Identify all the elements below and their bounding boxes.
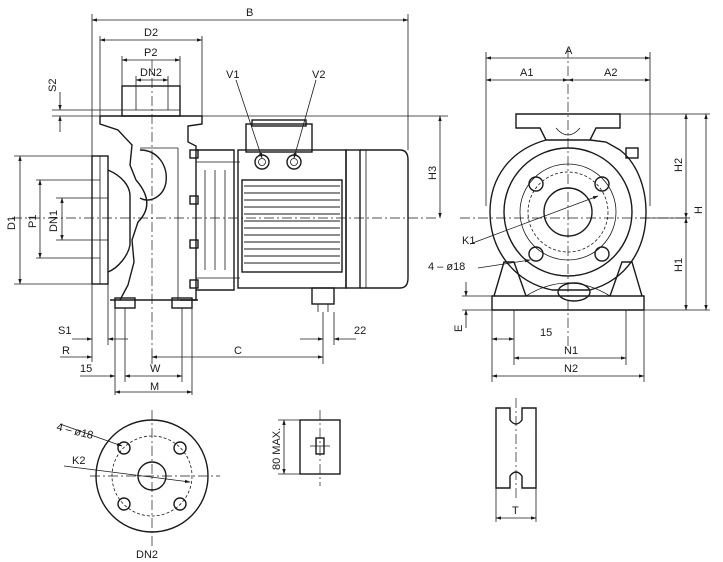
front-view [460,48,690,350]
side-view [12,60,438,350]
label-S1: S1 [58,325,71,337]
label-DN1: DN1 [48,210,60,232]
label-15-right: 15 [540,327,552,339]
label-K1: K1 [462,235,475,247]
label-15-left: 15 [80,363,92,375]
label-M: M [150,381,159,393]
label-B: B [246,7,253,19]
label-H2: H2 [673,158,685,172]
label-V2: V2 [312,69,325,81]
label-A: A [565,45,573,57]
foot-detail [278,410,341,486]
label-N2: N2 [564,363,578,375]
label-C: C [234,345,242,357]
motor-cooling-fins [244,185,340,264]
label-80-max: 80 MAX. [271,428,283,470]
label-H3: H3 [427,166,439,180]
label-DN2-bottom: DN2 [136,549,158,561]
label-D1: D1 [6,216,18,230]
label-T: T [512,505,519,517]
label-A1: A1 [520,67,533,79]
label-W: W [150,363,161,375]
label-DN2-top: DN2 [140,67,162,79]
foot-slot-detail [495,398,537,522]
label-R: R [62,345,70,357]
label-holes-front: 4 – ø18 [428,261,465,273]
flange-detail [59,410,220,546]
label-P1: P1 [27,215,39,228]
label-V1: V1 [226,69,239,81]
label-N1: N1 [564,345,578,357]
front-view-dimensions [462,52,710,382]
label-H: H [693,206,705,214]
label-K2: K2 [72,455,85,467]
label-A2: A2 [604,67,617,79]
label-22: 22 [354,325,366,337]
label-holes-flange: 4 – ø18 [55,421,94,442]
label-E: E [453,325,465,332]
label-H1: H1 [673,258,685,272]
side-view-dimensions [14,14,448,395]
label-D2: D2 [144,27,158,39]
dimension-labels: B D2 P2 DN2 S2 V1 V2 H3 D1 P1 DN1 S1 R C… [6,7,705,561]
label-S2: S2 [47,79,59,92]
label-P2: P2 [144,47,157,59]
